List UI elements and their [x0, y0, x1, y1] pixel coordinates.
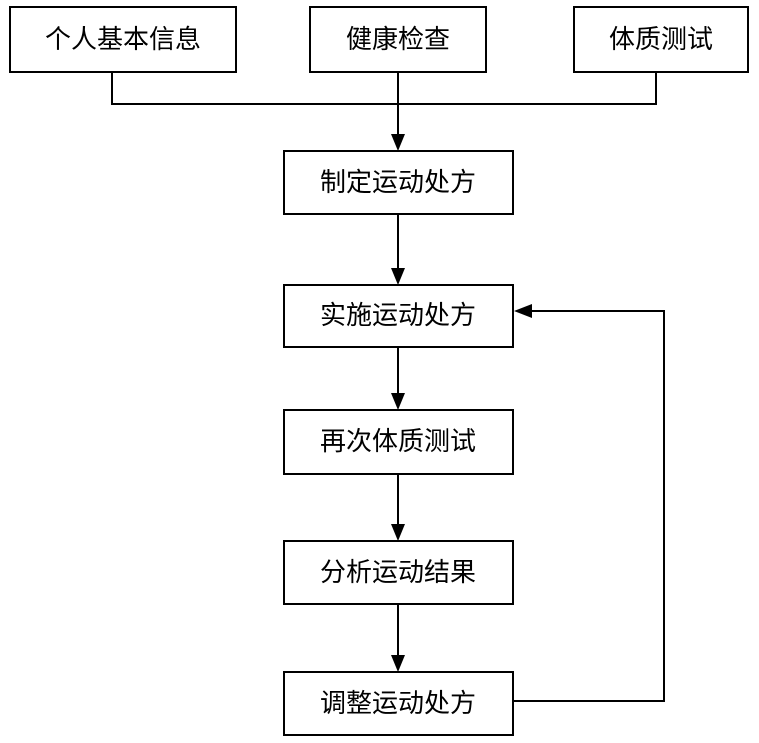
arrowhead-feedback-into-implement [514, 304, 532, 318]
arrowhead-into-adjust-prescription [391, 655, 405, 672]
node-fitness-test-label: 体质测试 [609, 25, 713, 55]
node-personal-info-label: 个人基本信息 [45, 25, 201, 55]
node-adjust-prescription: 调整运动处方 [283, 671, 514, 736]
arrowhead-into-retest-fitness [391, 393, 405, 410]
node-adjust-prescription-label: 调整运动处方 [320, 689, 476, 719]
node-make-prescription-label: 制定运动处方 [320, 168, 476, 198]
node-fitness-test: 体质测试 [573, 6, 749, 73]
arrowhead-into-make-prescription [391, 134, 405, 151]
node-health-check-label: 健康检查 [346, 25, 450, 55]
node-personal-info: 个人基本信息 [9, 6, 237, 73]
node-implement-prescription: 实施运动处方 [283, 284, 514, 348]
node-implement-prescription-label: 实施运动处方 [320, 301, 476, 331]
node-retest-fitness: 再次体质测试 [283, 409, 514, 475]
node-retest-fitness-label: 再次体质测试 [320, 427, 476, 457]
edge-fitness-test-to-merge [398, 72, 657, 105]
node-analyze-results: 分析运动结果 [283, 540, 514, 605]
node-make-prescription: 制定运动处方 [283, 150, 514, 215]
node-health-check: 健康检查 [309, 6, 487, 73]
edge-personal-info-to-merge [111, 72, 398, 105]
edge-adjust-feedback-to-implement [513, 310, 665, 702]
arrowhead-into-analyze-results [391, 524, 405, 541]
arrowhead-into-implement-prescription [391, 268, 405, 285]
node-analyze-results-label: 分析运动结果 [320, 558, 476, 588]
